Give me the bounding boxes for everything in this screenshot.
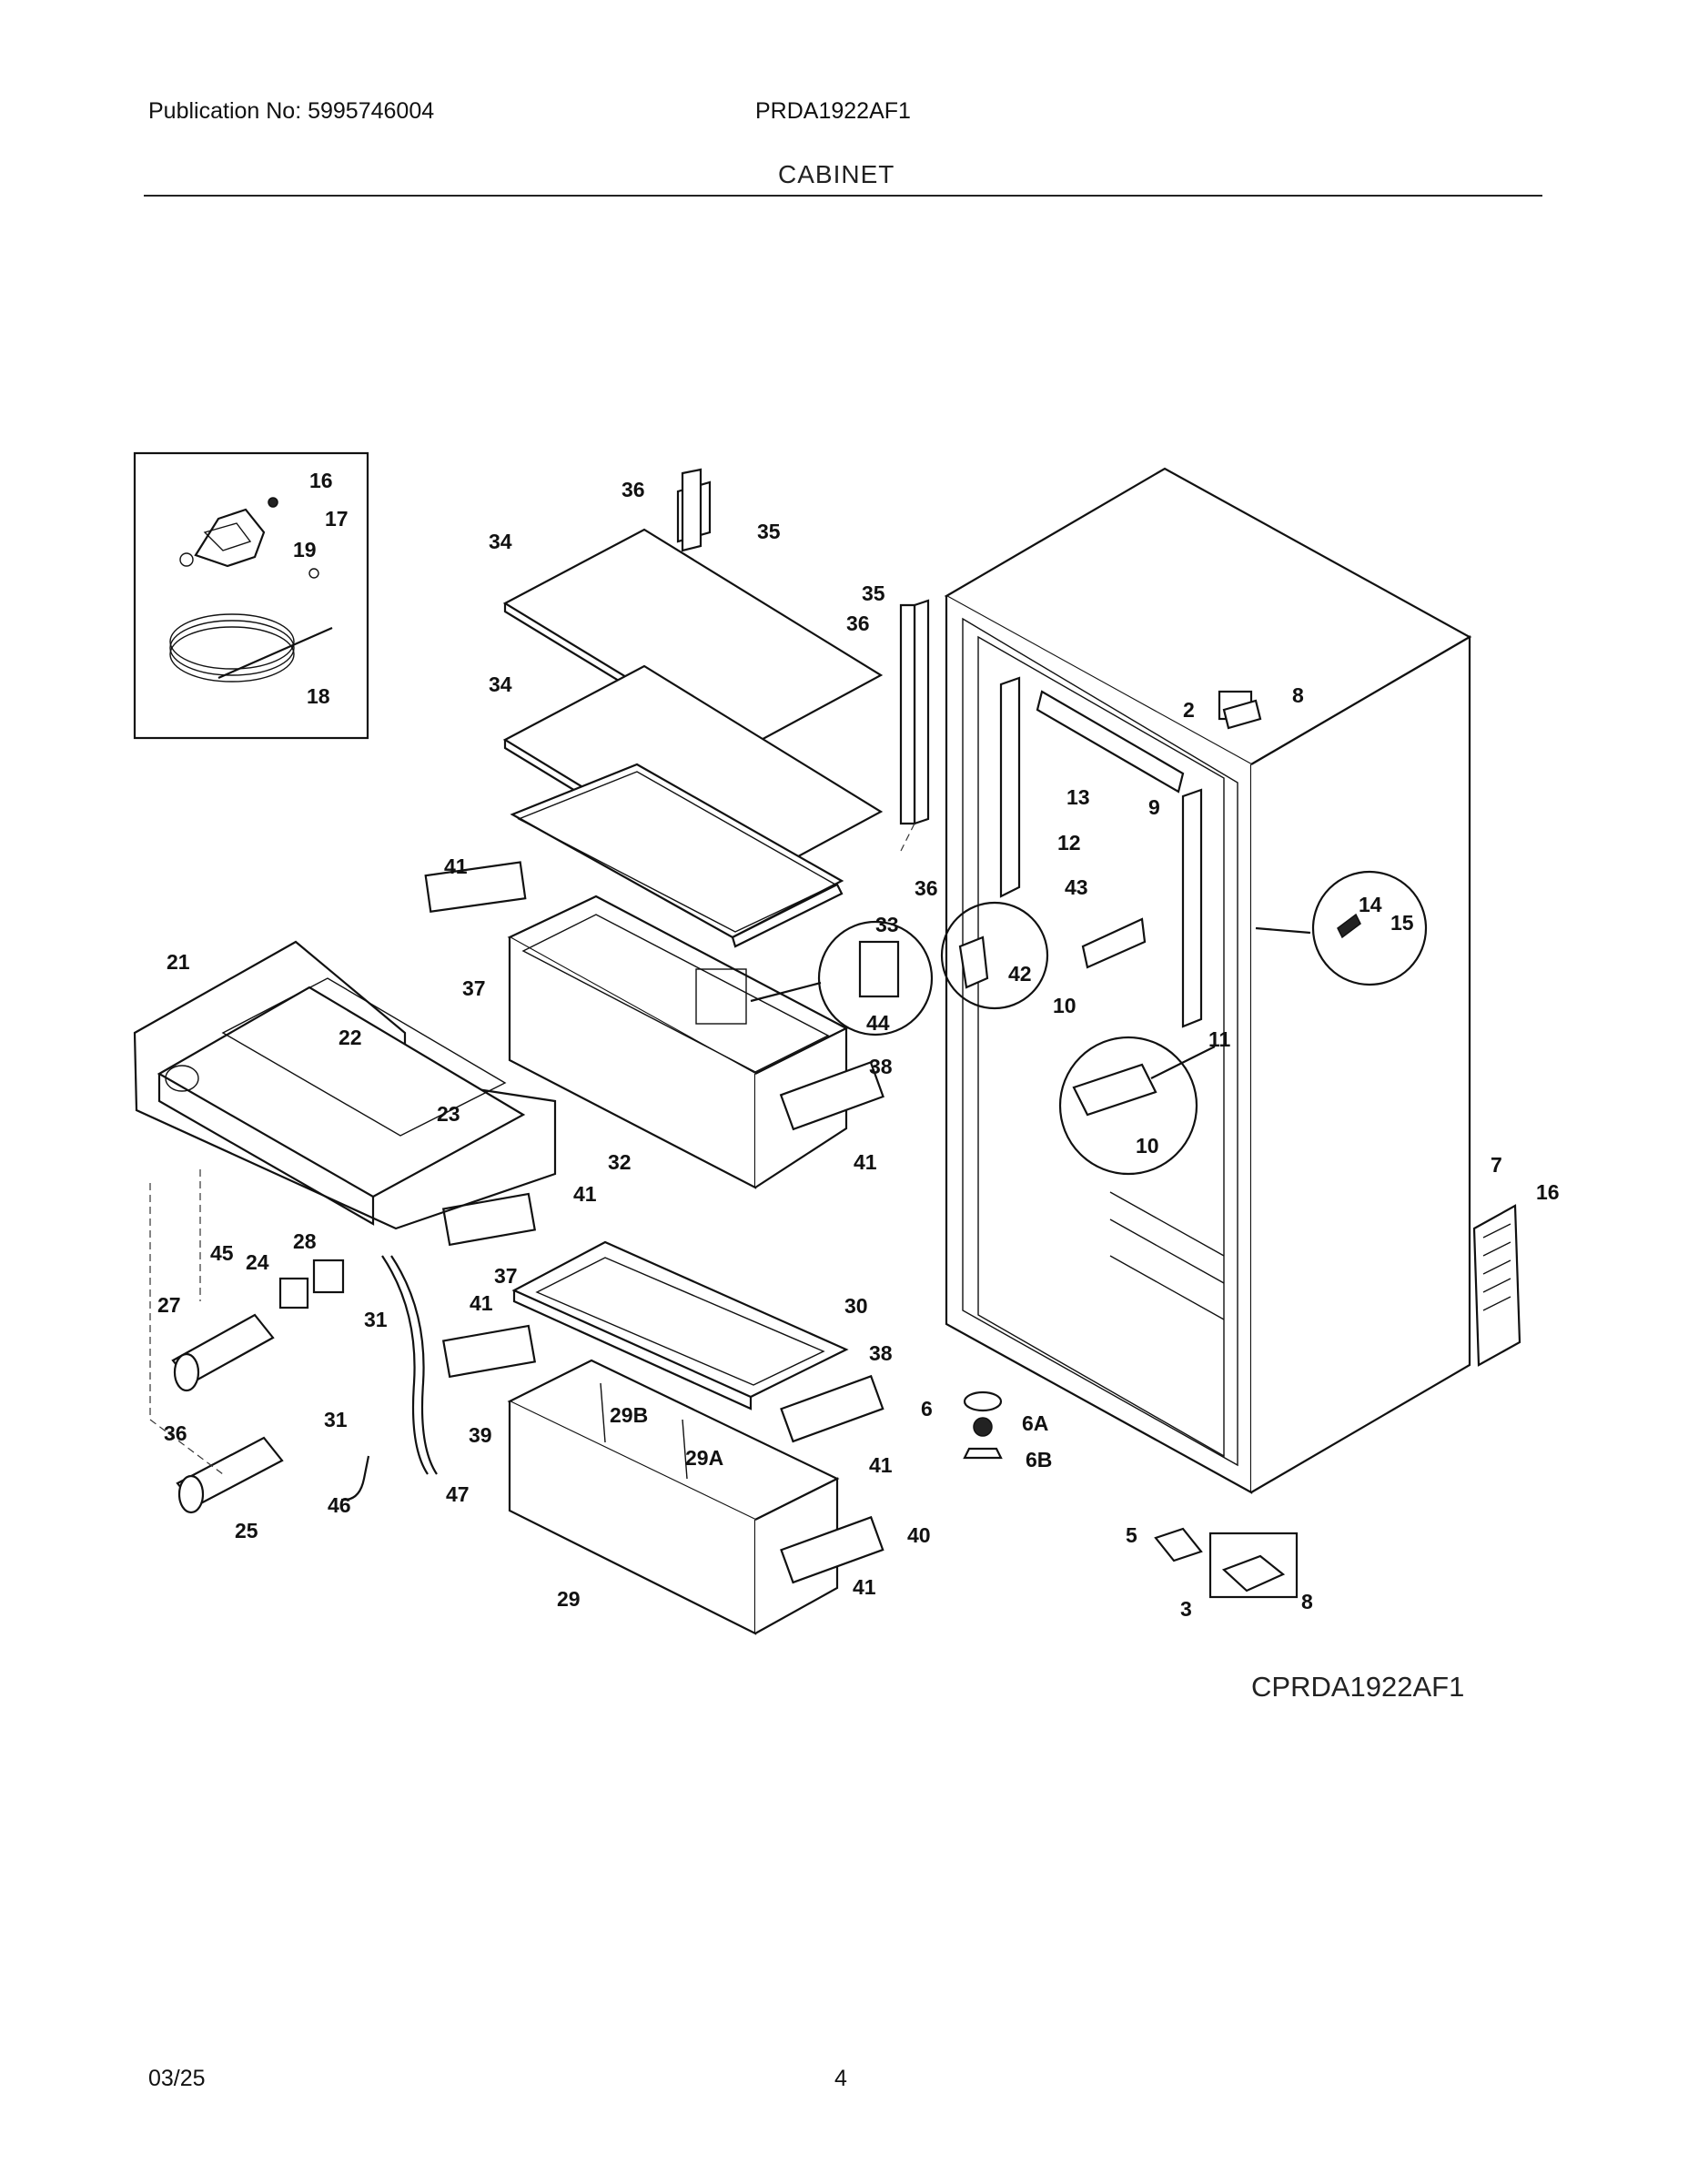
callout-35-top: 35 — [757, 520, 781, 543]
diagram-code: CPRDA1922AF1 — [1251, 1671, 1465, 1703]
section-title: CABINET — [778, 160, 895, 188]
callout-25: 25 — [235, 1519, 258, 1542]
callout-12: 12 — [1057, 831, 1081, 854]
footer-date: 03/25 — [148, 2066, 206, 2091]
callout-27: 27 — [157, 1293, 181, 1317]
callout-29B: 29B — [610, 1403, 648, 1427]
callout-33: 33 — [875, 913, 899, 936]
callout-14: 14 — [1359, 893, 1382, 916]
callout-22: 22 — [339, 1026, 362, 1049]
callout-10-inset: 10 — [1136, 1134, 1159, 1158]
rear-cover — [1472, 1204, 1521, 1367]
callout-2: 2 — [1183, 698, 1195, 722]
callout-41-c: 41 — [573, 1182, 597, 1206]
callout-24: 24 — [246, 1250, 269, 1274]
callout-23: 23 — [437, 1102, 460, 1126]
shelves — [502, 468, 930, 948]
ice-maker-kit-inset — [133, 451, 369, 740]
publication-number: Publication No: 5995746004 — [148, 98, 435, 124]
callout-11: 11 — [1208, 1027, 1231, 1051]
callout-34-lower: 34 — [489, 672, 512, 696]
callout-19: 19 — [293, 538, 317, 561]
callout-38-lower: 38 — [869, 1341, 893, 1365]
callout-41-f: 41 — [853, 1575, 876, 1599]
lower-drawers — [441, 1192, 884, 1635]
callout-6B: 6B — [1026, 1448, 1052, 1471]
callout-16: 16 — [309, 469, 333, 492]
callout-7: 7 — [1491, 1153, 1502, 1177]
callout-6: 6 — [921, 1397, 933, 1421]
callout-36-lower: 36 — [915, 876, 938, 900]
callout-37-lower: 37 — [494, 1264, 518, 1288]
callout-32: 32 — [608, 1150, 632, 1174]
model-number: PRDA1922AF1 — [755, 98, 911, 124]
callout-16-rear: 16 — [1536, 1180, 1560, 1204]
callout-40: 40 — [907, 1523, 931, 1547]
callout-46: 46 — [328, 1493, 351, 1517]
callout-28: 28 — [293, 1229, 317, 1253]
callout-labels: 16 17 19 18 36 35 34 34 35 36 36 33 2 8 … — [157, 469, 1560, 1621]
callout-41-d: 41 — [470, 1291, 493, 1315]
callout-21: 21 — [167, 950, 190, 974]
callout-36-top: 36 — [622, 478, 645, 501]
page-number: 4 — [834, 2066, 847, 2091]
callout-41-b: 41 — [854, 1150, 877, 1174]
callout-35-side: 35 — [862, 581, 885, 605]
callout-15: 15 — [1390, 911, 1414, 935]
callout-38-upper: 38 — [869, 1055, 893, 1078]
header-divider — [144, 195, 1542, 197]
callout-31-lower: 31 — [324, 1408, 348, 1431]
callout-44: 44 — [866, 1011, 890, 1035]
callout-29A: 29A — [685, 1446, 723, 1470]
callout-8-top: 8 — [1292, 683, 1304, 707]
water-filter-parts — [149, 1169, 438, 1514]
callout-9: 9 — [1148, 795, 1160, 819]
callout-30: 30 — [844, 1294, 868, 1318]
callout-43: 43 — [1065, 875, 1088, 899]
callout-36-side: 36 — [846, 612, 870, 635]
callout-8-bottom: 8 — [1301, 1590, 1313, 1613]
callout-39: 39 — [469, 1423, 492, 1447]
zoom-insets — [750, 870, 1428, 1176]
callout-31-upper: 31 — [364, 1308, 388, 1331]
upper-crisper-drawer — [424, 861, 884, 1189]
callout-36-filter: 36 — [164, 1421, 187, 1445]
feet-and-hinges — [963, 699, 1299, 1599]
callout-10-upper: 10 — [1053, 994, 1076, 1017]
callout-17: 17 — [325, 507, 349, 531]
callout-13: 13 — [1066, 785, 1090, 809]
callout-5: 5 — [1126, 1523, 1137, 1547]
callout-42: 42 — [1008, 962, 1032, 986]
callout-41-a: 41 — [444, 854, 468, 878]
callout-18: 18 — [307, 684, 330, 708]
callout-47: 47 — [446, 1482, 470, 1506]
water-filter-housing-inset — [133, 940, 557, 1230]
callout-41-e: 41 — [869, 1453, 893, 1477]
callout-45: 45 — [210, 1241, 234, 1265]
callout-6A: 6A — [1022, 1411, 1048, 1435]
callout-37-upper: 37 — [462, 976, 486, 1000]
callout-3: 3 — [1180, 1597, 1192, 1621]
callout-29: 29 — [557, 1587, 581, 1611]
callout-34-upper: 34 — [489, 530, 512, 553]
